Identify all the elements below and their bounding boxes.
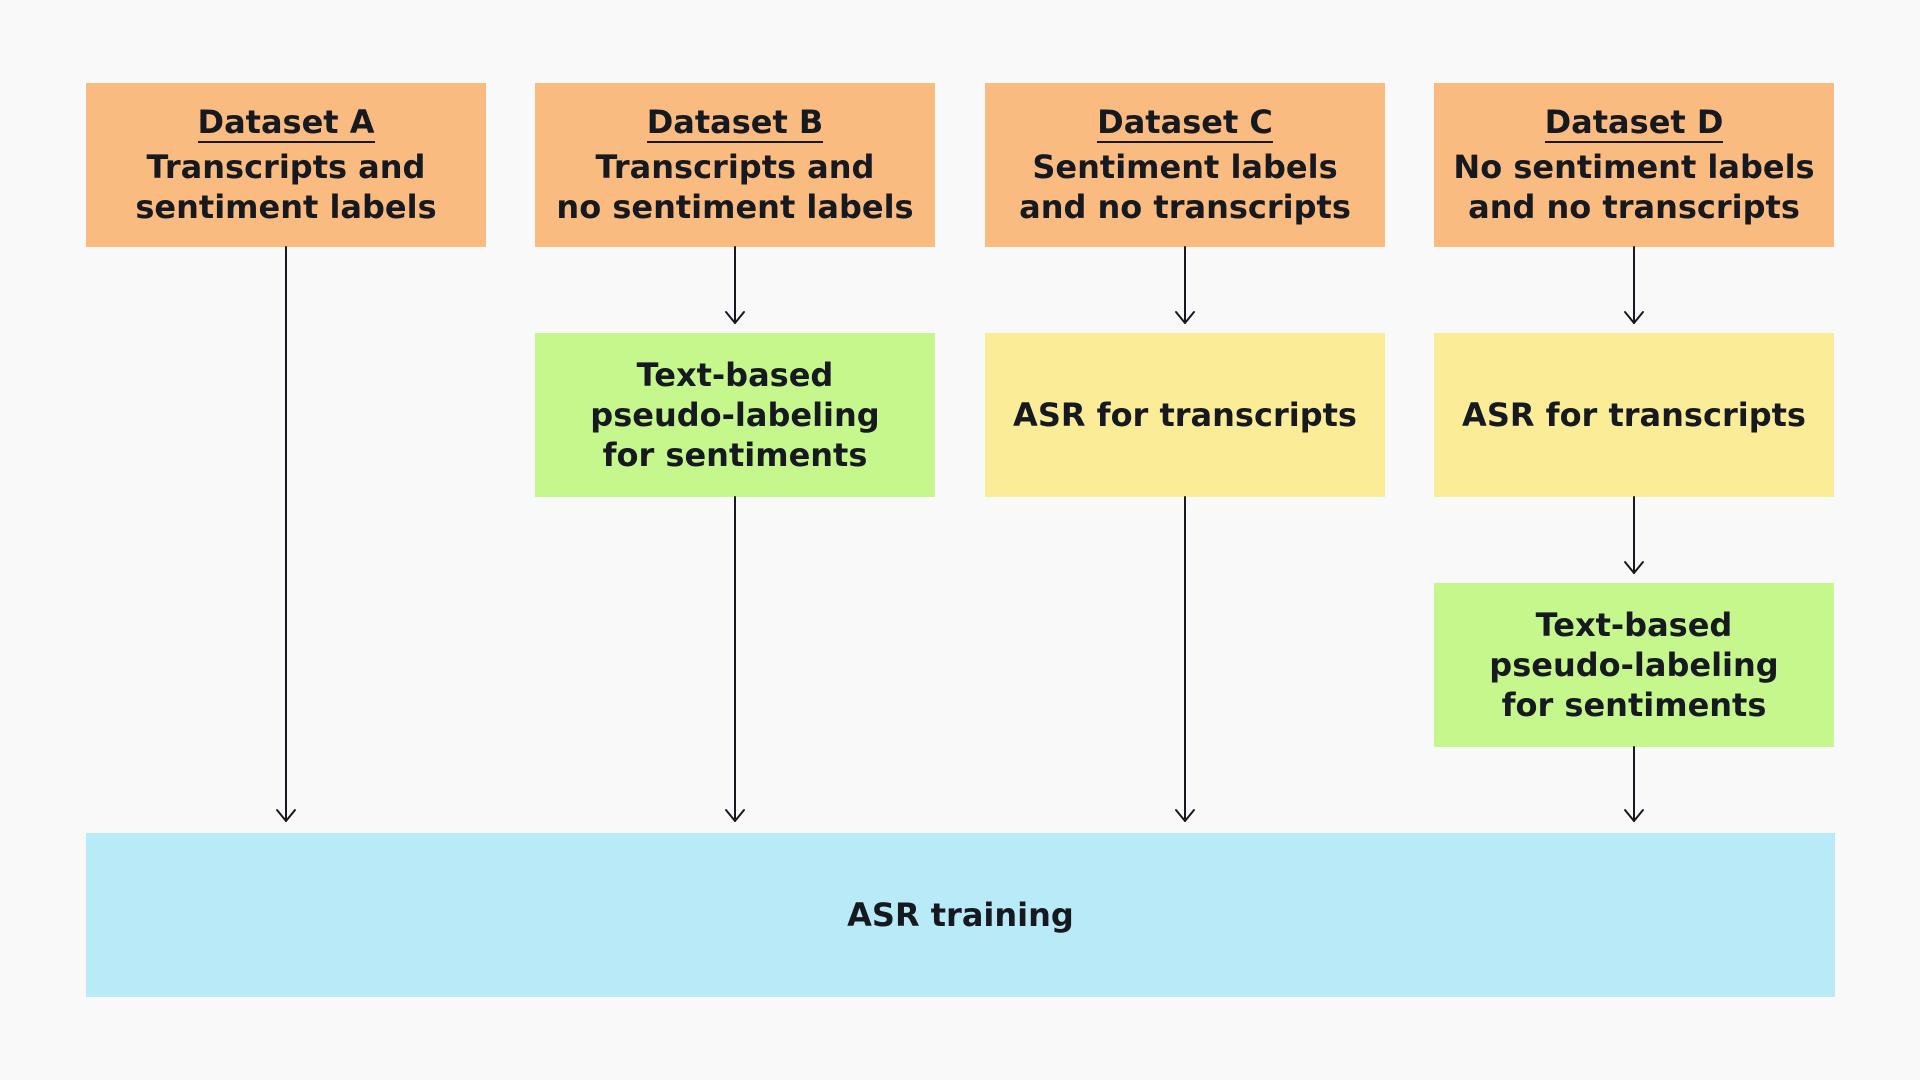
dataset-a-title: Dataset A xyxy=(197,103,375,143)
arrow-b-to-pseudo xyxy=(725,246,745,324)
b-pseudo-labeling-box: Text-based pseudo-labeling for sentiment… xyxy=(535,333,935,497)
d-pseudo-line-2: pseudo-labeling xyxy=(1489,646,1779,684)
dataset-b-title: Dataset B xyxy=(646,103,824,143)
dataset-c-title: Dataset C xyxy=(1097,103,1273,143)
dataset-b-box: Dataset B Transcripts and no sentiment l… xyxy=(535,83,935,247)
dataset-a-line-1: Transcripts and xyxy=(146,148,426,186)
dataset-b-line-1: Transcripts and xyxy=(595,148,875,186)
d-asr-transcripts-box: ASR for transcripts xyxy=(1434,333,1834,497)
dataset-c-line-2: and no transcripts xyxy=(1019,188,1351,226)
arrow-d-pseudo-to-training xyxy=(1624,746,1644,822)
arrow-a-to-training xyxy=(276,246,296,822)
b-pseudo-line-3: for sentiments xyxy=(602,436,868,474)
dataset-d-line-1: No sentiment labels xyxy=(1453,148,1815,186)
arrow-b-pseudo-to-training xyxy=(725,496,745,822)
arrow-c-to-asr xyxy=(1175,246,1195,324)
c-asr-transcripts-box: ASR for transcripts xyxy=(985,333,1385,497)
dataset-d-title: Dataset D xyxy=(1544,103,1724,143)
dataset-d-box: Dataset D No sentiment labels and no tra… xyxy=(1434,83,1834,247)
b-pseudo-line-1: Text-based xyxy=(636,356,834,394)
arrow-c-asr-to-training xyxy=(1175,496,1195,822)
dataset-a-line-2: sentiment labels xyxy=(135,188,437,226)
dataset-b-line-2: no sentiment labels xyxy=(556,188,914,226)
d-asr-label: ASR for transcripts xyxy=(1462,396,1806,434)
d-pseudo-labeling-box: Text-based pseudo-labeling for sentiment… xyxy=(1434,583,1834,747)
b-pseudo-line-2: pseudo-labeling xyxy=(590,396,880,434)
arrow-d-to-asr xyxy=(1624,246,1644,324)
arrow-d-asr-to-pseudo xyxy=(1624,496,1644,574)
asr-training-label: ASR training xyxy=(847,896,1074,934)
dataset-c-line-1: Sentiment labels xyxy=(1032,148,1338,186)
dataset-c-box: Dataset C Sentiment labels and no transc… xyxy=(985,83,1385,247)
d-pseudo-line-1: Text-based xyxy=(1535,606,1733,644)
dataset-d-line-2: and no transcripts xyxy=(1468,188,1800,226)
dataset-a-box: Dataset A Transcripts and sentiment labe… xyxy=(86,83,486,247)
d-pseudo-line-3: for sentiments xyxy=(1501,686,1767,724)
asr-training-box: ASR training xyxy=(86,833,1835,997)
c-asr-label: ASR for transcripts xyxy=(1013,396,1357,434)
